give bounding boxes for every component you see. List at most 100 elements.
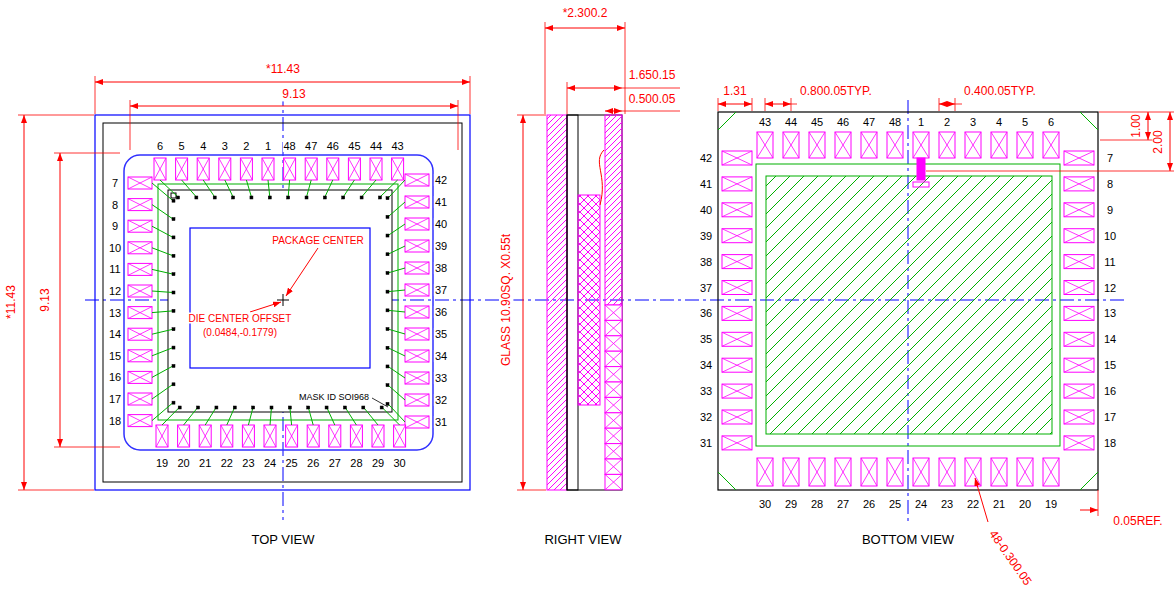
pin-number: 39 xyxy=(699,230,713,242)
die-pad xyxy=(287,196,290,199)
bond-wire xyxy=(152,384,173,399)
pad xyxy=(722,151,752,165)
pad-hatch xyxy=(887,132,903,158)
extension-line xyxy=(18,115,94,116)
pin-number: 41 xyxy=(699,178,713,190)
pin-number: 45 xyxy=(810,116,824,128)
pin-number: 9 xyxy=(1106,204,1114,216)
pad xyxy=(219,158,231,180)
pad-hatch xyxy=(605,336,622,351)
die-pad xyxy=(342,196,345,199)
pad-hatch xyxy=(372,425,384,447)
bond-wire xyxy=(388,224,405,236)
pad xyxy=(605,305,622,320)
pin-number: 19 xyxy=(155,457,169,469)
pad xyxy=(835,458,851,486)
pad-hatch xyxy=(605,320,622,335)
pad-hatch xyxy=(128,350,152,362)
pad xyxy=(722,384,752,398)
pad-hatch xyxy=(991,132,1007,158)
die-pad xyxy=(386,253,389,256)
pad xyxy=(1064,177,1094,191)
pin-number: 12 xyxy=(108,285,122,297)
pad-hatch xyxy=(128,177,152,189)
pin-number: 35 xyxy=(699,333,713,345)
pin1-trace xyxy=(917,158,925,180)
pad-hatch xyxy=(605,413,622,428)
pad-hatch xyxy=(350,425,362,447)
pin-number: 11 xyxy=(1103,256,1116,268)
pad-hatch xyxy=(176,158,188,180)
pad xyxy=(405,196,429,208)
pad-hatch xyxy=(219,158,231,180)
callout-text: PACKAGE CENTER xyxy=(271,235,365,246)
die-pad xyxy=(386,215,389,218)
pad-hatch xyxy=(128,285,152,297)
die-pad xyxy=(386,234,389,237)
dimension-line xyxy=(1148,112,1149,140)
bond-wire xyxy=(152,248,173,256)
pin-number: 5 xyxy=(1021,116,1029,128)
die-side xyxy=(578,195,600,405)
pin-number: 29 xyxy=(371,457,385,469)
die-pad xyxy=(343,406,346,409)
extension-line xyxy=(718,98,719,111)
pad xyxy=(605,351,622,366)
pad-hatch xyxy=(1064,177,1094,191)
pad xyxy=(405,372,429,384)
pad-hatch xyxy=(178,425,190,447)
pad-hatch xyxy=(221,425,233,447)
view-caption: TOP VIEW xyxy=(250,533,315,547)
pad xyxy=(128,350,152,362)
pad-hatch xyxy=(1064,332,1094,346)
bond-wire xyxy=(203,180,215,197)
pad-hatch xyxy=(221,425,233,447)
pad xyxy=(605,444,622,459)
die-pad xyxy=(386,290,389,293)
die-pad xyxy=(172,199,175,202)
die-pad xyxy=(195,196,198,199)
pin-number: 23 xyxy=(241,457,255,469)
pad-hatch xyxy=(405,218,429,230)
pin-number: 12 xyxy=(1103,281,1117,293)
pad-hatch xyxy=(405,284,429,296)
pad xyxy=(722,436,752,450)
pad-hatch xyxy=(405,218,429,230)
pad-hatch xyxy=(128,242,152,254)
pad-hatch xyxy=(605,351,622,366)
pad xyxy=(128,177,152,189)
dimension-text: 1.650.15 xyxy=(628,69,677,82)
pad-hatch xyxy=(176,158,188,180)
extension-line xyxy=(130,100,131,150)
leader-line xyxy=(372,398,388,407)
extension-line xyxy=(622,111,680,112)
pad-hatch xyxy=(722,384,752,398)
bond-wire xyxy=(152,348,173,356)
pin-number: 27 xyxy=(328,457,342,469)
pin-number: 17 xyxy=(108,393,122,405)
pad xyxy=(1064,255,1094,269)
pin-number: 34 xyxy=(434,350,448,362)
pad xyxy=(1043,458,1059,486)
pin-number: 38 xyxy=(434,262,448,274)
pin-number: 22 xyxy=(966,498,980,510)
pin-number: 48 xyxy=(888,116,902,128)
pad xyxy=(221,425,233,447)
pin-number: 4 xyxy=(995,116,1003,128)
corner-chamfer xyxy=(718,472,736,490)
pad-hatch xyxy=(722,177,752,191)
pin-number: 24 xyxy=(263,457,277,469)
pin-number: 32 xyxy=(434,394,448,406)
leader-line xyxy=(286,248,318,296)
pin-number: 32 xyxy=(699,411,713,423)
bond-wire xyxy=(388,246,405,254)
pad-hatch xyxy=(913,132,929,158)
pin-number: 8 xyxy=(1106,178,1114,190)
pad xyxy=(1064,306,1094,320)
dimension-line xyxy=(718,104,752,105)
extension-line xyxy=(1098,490,1099,516)
pad-hatch xyxy=(1064,151,1094,165)
dimension-text: 0.400.05TYP. xyxy=(963,85,1037,98)
pad-hatch xyxy=(128,220,152,232)
pad-hatch xyxy=(605,336,622,351)
